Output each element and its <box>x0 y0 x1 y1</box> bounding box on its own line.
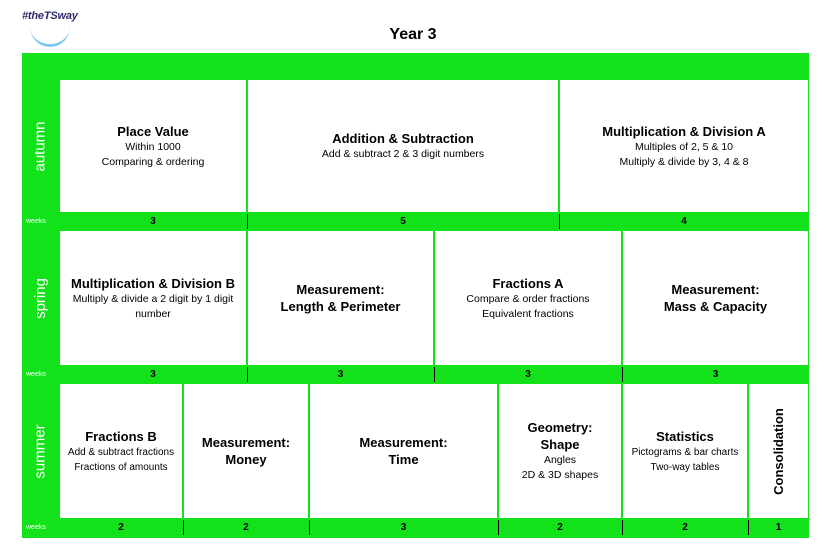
weeks-divider <box>247 367 248 382</box>
unit-title: Measurement: <box>296 282 385 297</box>
logo: #theTSway <box>22 6 92 47</box>
weeks-value: 4 <box>681 216 687 227</box>
weeks-divider <box>183 520 184 535</box>
weeks-divider <box>434 367 435 382</box>
unit-title: Shape <box>540 437 580 452</box>
unit-money: Measurement: Money <box>184 384 308 518</box>
unit-title: Fractions B <box>85 428 157 444</box>
logo-arc <box>30 16 70 47</box>
unit-multiplication-division-b: Multiplication & Division B Multiply & d… <box>60 231 246 365</box>
term-label-summer: summer <box>22 384 58 518</box>
weeks-value: 1 <box>775 522 782 533</box>
weeks-value: 2 <box>682 522 688 533</box>
unit-detail: 2D & 3D shapes <box>521 469 599 481</box>
weeks-value: 3 <box>400 522 407 533</box>
weeks-divider <box>498 520 499 535</box>
weeks-value: 2 <box>243 522 249 533</box>
unit-title: Money <box>225 452 267 467</box>
term-label-autumn: autumn <box>22 80 58 212</box>
weeks-label: weeks <box>22 367 58 382</box>
unit-detail: Angles <box>543 454 577 466</box>
logo-text: #theTSway <box>22 10 78 22</box>
unit-title: Geometry: <box>527 420 593 435</box>
unit-title: Consolidation <box>771 407 787 495</box>
unit-detail: Add & subtract fractions <box>67 446 175 458</box>
unit-consolidation: Consolidation <box>749 384 808 518</box>
unit-title: Measurement: <box>671 282 760 297</box>
weeks-value: 2 <box>557 522 563 533</box>
weeks-label: weeks <box>22 214 58 229</box>
term-label-spring: spring <box>22 231 58 365</box>
weeks-divider <box>309 520 310 535</box>
unit-title: Addition & Subtraction <box>332 131 474 146</box>
weeks-value: 2 <box>118 522 124 533</box>
unit-title: Mass & Capacity <box>663 299 768 314</box>
weeks-divider <box>559 214 560 229</box>
unit-title: Place Value <box>117 123 189 139</box>
unit-time: Measurement: Time <box>310 384 497 518</box>
weeks-value: 5 <box>400 216 406 227</box>
unit-fractions-a: Fractions A Compare & order fractions Eq… <box>435 231 621 365</box>
unit-title: Fractions A <box>492 275 564 291</box>
unit-detail: Comparing & ordering <box>101 155 205 168</box>
unit-detail: Within 1000 <box>125 140 181 153</box>
unit-detail: Add & subtract 2 & 3 digit numbers <box>321 148 485 160</box>
unit-length-perimeter: Measurement: Length & Perimeter <box>248 231 433 365</box>
unit-detail: Multiply & divide by 3, 4 & 8 <box>619 155 749 168</box>
page-title: Year 3 <box>389 26 437 43</box>
unit-title: Length & Perimeter <box>280 299 401 314</box>
weeks-label: weeks <box>22 520 58 535</box>
unit-detail: Multiples of 2, 5 & 10 <box>634 140 734 153</box>
weeks-value: 3 <box>712 369 719 380</box>
unit-detail: Two-way tables <box>650 461 720 473</box>
weeks-divider <box>748 520 749 535</box>
unit-title: Time <box>388 452 419 467</box>
unit-title: Measurement: <box>359 435 448 450</box>
weeks-value: 3 <box>150 216 156 227</box>
unit-title: Multiplication & Division B <box>71 275 235 291</box>
unit-detail: Equivalent fractions <box>482 307 574 320</box>
weeks-value: 3 <box>150 369 156 380</box>
weeks-value: 3 <box>337 369 344 380</box>
unit-detail: Pictograms & bar charts <box>631 446 739 458</box>
unit-addition-subtraction: Addition & Subtraction Add & subtract 2 … <box>248 80 558 212</box>
unit-geometry-shape: Geometry: Shape Angles 2D & 3D shapes <box>499 384 621 518</box>
weeks-divider <box>247 214 248 229</box>
unit-title: Measurement: <box>201 435 291 450</box>
unit-statistics: Statistics Pictograms & bar charts Two-w… <box>623 384 747 518</box>
unit-mass-capacity: Measurement: Mass & Capacity <box>623 231 808 365</box>
unit-place-value: Place Value Within 1000 Comparing & orde… <box>60 80 246 212</box>
unit-detail: Compare & order fractions <box>466 292 590 305</box>
weeks-value: 3 <box>525 369 531 380</box>
unit-detail: Multiply & divide a 2 digit by 1 digit n… <box>72 292 234 320</box>
unit-title: Multiplication & Division A <box>602 123 766 139</box>
weeks-divider <box>622 367 623 382</box>
unit-multiplication-division-a: Multiplication & Division A Multiples of… <box>560 80 808 212</box>
unit-fractions-b: Fractions B Add & subtract fractions Fra… <box>60 384 182 518</box>
unit-detail: Fractions of amounts <box>74 461 168 473</box>
unit-title: Statistics <box>656 428 714 444</box>
weeks-divider <box>622 520 623 535</box>
